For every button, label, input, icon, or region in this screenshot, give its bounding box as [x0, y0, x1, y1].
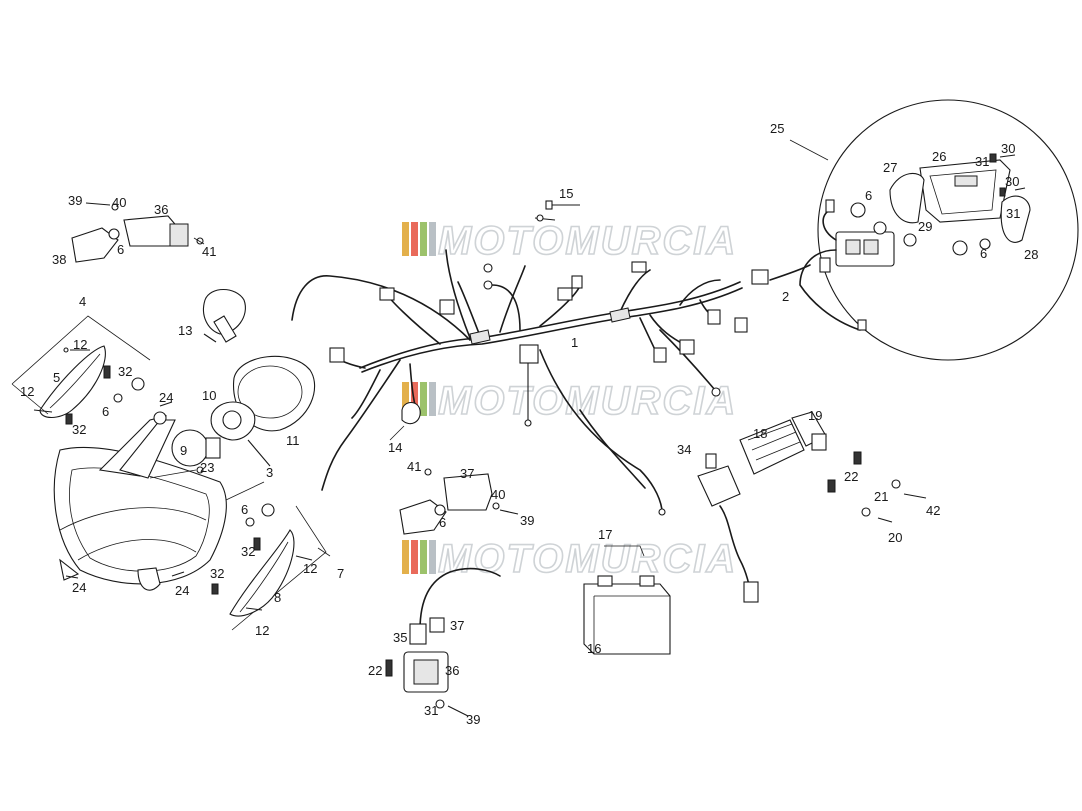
part-label: 3 — [266, 465, 273, 480]
part-label: 32 — [210, 566, 224, 581]
part-label: 28 — [1024, 247, 1038, 262]
headlight-assembly — [53, 401, 227, 591]
part-label: 6 — [439, 515, 446, 530]
part-label: 32 — [118, 364, 132, 379]
part-label: 36 — [154, 202, 168, 217]
watermark-text: MOTOMURCIA — [438, 537, 737, 581]
clip-small — [534, 214, 556, 222]
part-label: 35 — [393, 630, 407, 645]
part-label: 17 — [598, 527, 612, 542]
headlight-socket-13 — [202, 288, 246, 343]
part-label: 13 — [178, 323, 192, 338]
part-label: 18 — [753, 426, 767, 441]
part-label: 40 — [112, 195, 126, 210]
fasteners-right — [827, 451, 927, 523]
part-label: 6 — [102, 404, 109, 419]
part-label: 41 — [202, 244, 216, 259]
fuse-holder — [519, 344, 539, 364]
part-label: 37 — [460, 466, 474, 481]
part-label: 2 — [782, 289, 789, 304]
part-label: 31 — [424, 703, 438, 718]
part-label: 39 — [466, 712, 480, 727]
battery — [583, 545, 671, 655]
part-label: 31 — [975, 154, 989, 169]
reflector-panel-left — [11, 315, 151, 425]
part-label: 6 — [980, 246, 987, 261]
ignition-coil — [385, 567, 501, 717]
part-label: 34 — [677, 442, 691, 457]
part-label: 22 — [844, 469, 858, 484]
voltage-regulator — [739, 411, 827, 475]
leader-3 — [225, 481, 265, 501]
part-label: 22 — [368, 663, 382, 678]
part-label: 41 — [407, 459, 421, 474]
connector — [329, 347, 345, 363]
part-label: 42 — [926, 503, 940, 518]
part-labels: 1 2 3 4 5 6 6 6 6 6 6 7 8 9 10 11 12 12 … — [20, 121, 1038, 727]
bolt-15 — [545, 200, 580, 210]
leader-4 — [11, 383, 49, 415]
part-label: 9 — [180, 443, 187, 458]
part-label: 20 — [888, 530, 902, 545]
cdi-unit — [697, 453, 759, 603]
part-label: 39 — [68, 193, 82, 208]
part-label: 12 — [73, 337, 87, 352]
part-label: 19 — [808, 408, 822, 423]
part-label: 6 — [117, 242, 124, 257]
part-label: 6 — [241, 502, 248, 517]
part-label: 38 — [52, 252, 66, 267]
part-label: 32 — [241, 544, 255, 559]
flasher-relay-14 — [389, 401, 421, 441]
part-label: 6 — [865, 188, 872, 203]
part-label: 26 — [932, 149, 946, 164]
part-label: 12 — [20, 384, 34, 399]
part-label: 30 — [1005, 174, 1019, 189]
part-label: 7 — [337, 566, 344, 581]
watermark-logo-top: MOTOMURCIA — [402, 218, 737, 264]
part-label: 30 — [1001, 141, 1015, 156]
part-label: 15 — [559, 186, 573, 201]
part-label: 39 — [520, 513, 534, 528]
part-label: 1 — [571, 335, 578, 350]
part-label: 24 — [72, 580, 86, 595]
front-indicator-left — [399, 468, 519, 535]
watermark-text: MOTOMURCIA — [438, 379, 737, 423]
part-label: 12 — [303, 561, 317, 576]
part-label: 40 — [491, 487, 505, 502]
front-indicator-right — [71, 202, 205, 263]
part-label: 24 — [159, 390, 173, 405]
part-label: 16 — [587, 641, 601, 656]
part-label: 8 — [274, 590, 281, 605]
part-label: 37 — [450, 618, 464, 633]
tail-light-inset — [769, 99, 1079, 361]
part-label: 24 — [175, 583, 189, 598]
part-label: 29 — [918, 219, 932, 234]
part-label: 36 — [445, 663, 459, 678]
part-label: 31 — [1006, 206, 1020, 221]
watermark-logo-bottom: MOTOMURCIA — [402, 536, 737, 582]
watermark-text: MOTOMURCIA — [438, 219, 737, 263]
leader-7 — [317, 547, 331, 557]
reflector-panel-right — [211, 503, 327, 631]
part-label: 4 — [79, 294, 86, 309]
part-label: 27 — [883, 160, 897, 175]
part-label: 5 — [53, 370, 60, 385]
part-label: 11 — [286, 433, 300, 448]
part-label: 14 — [388, 440, 402, 455]
part-label: 23 — [200, 460, 214, 475]
part-label: 12 — [255, 623, 269, 638]
part-label: 25 — [770, 121, 784, 136]
part-label: 32 — [72, 422, 86, 437]
watermark-logo-middle: MOTOMURCIA — [402, 378, 737, 424]
main-wiring-harness — [291, 249, 769, 516]
instrument-cluster — [210, 355, 316, 467]
part-label: 21 — [874, 489, 888, 504]
part-label: 10 — [202, 388, 216, 403]
